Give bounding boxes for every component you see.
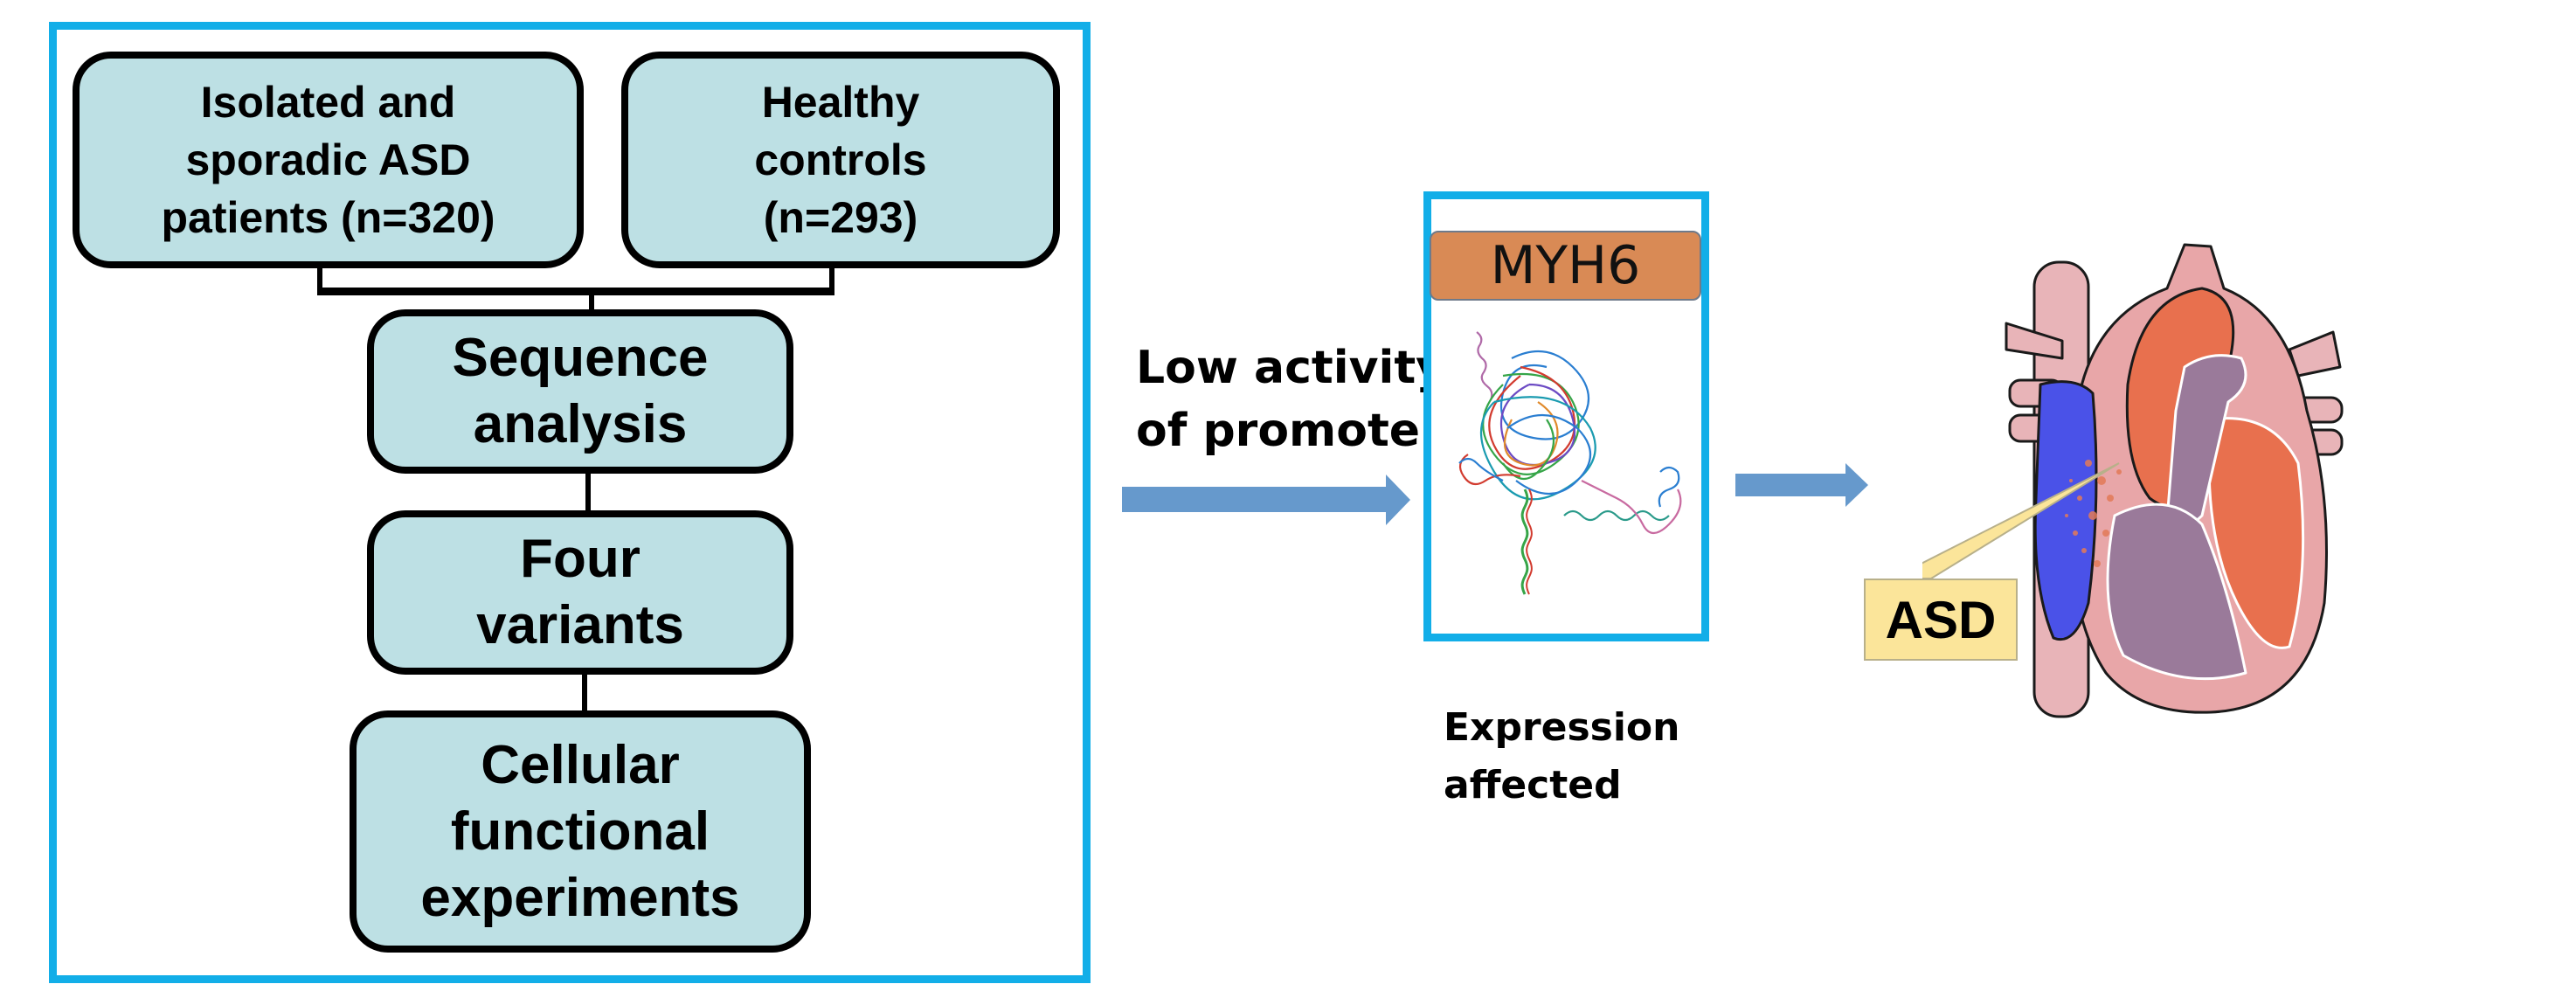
connector-to-variants — [585, 472, 591, 512]
functional-experiments-label: Cellular functional experiments — [420, 734, 740, 928]
controls-box-label: Healthy controls (n=293) — [754, 78, 927, 242]
four-variants-box: Four variants — [367, 510, 793, 675]
heart-anatomy-icon — [1922, 243, 2344, 718]
asd-callout-pointer — [1922, 462, 2120, 579]
connector-bracket — [317, 288, 834, 295]
promoter-activity-label: Low activity of promoter — [1136, 342, 1446, 457]
functional-experiments-box: Cellular functional experiments — [350, 710, 811, 953]
connector-patients-down — [317, 267, 322, 290]
sequence-analysis-box: Sequence analysis — [367, 309, 793, 474]
gene-label: MYH6 — [1490, 235, 1641, 296]
arrow-shape — [1735, 463, 1868, 507]
arrow-to-heart — [1735, 463, 1868, 507]
study-design-panel — [49, 22, 1091, 983]
gene-label-bar: MYH6 — [1430, 231, 1701, 301]
connector-controls-down — [829, 267, 834, 294]
expression-affected-label: Expression affected — [1444, 705, 1680, 807]
connector-to-sequence — [589, 294, 594, 313]
sequence-analysis-label: Sequence analysis — [452, 328, 709, 454]
controls-box: Healthy controls (n=293) — [621, 52, 1060, 268]
protein-structure-icon — [1458, 331, 1682, 595]
patients-box: Isolated and sporadic ASD patients (n=32… — [73, 52, 584, 268]
connector-to-experiments — [582, 673, 587, 713]
asd-callout: ASD — [1864, 579, 2018, 661]
patients-box-label: Isolated and sporadic ASD patients (n=32… — [161, 78, 495, 242]
arrow-shape — [1122, 475, 1410, 525]
arrow-to-gene — [1122, 475, 1410, 525]
asd-label: ASD — [1885, 590, 1997, 649]
four-variants-label: Four variants — [476, 529, 684, 655]
